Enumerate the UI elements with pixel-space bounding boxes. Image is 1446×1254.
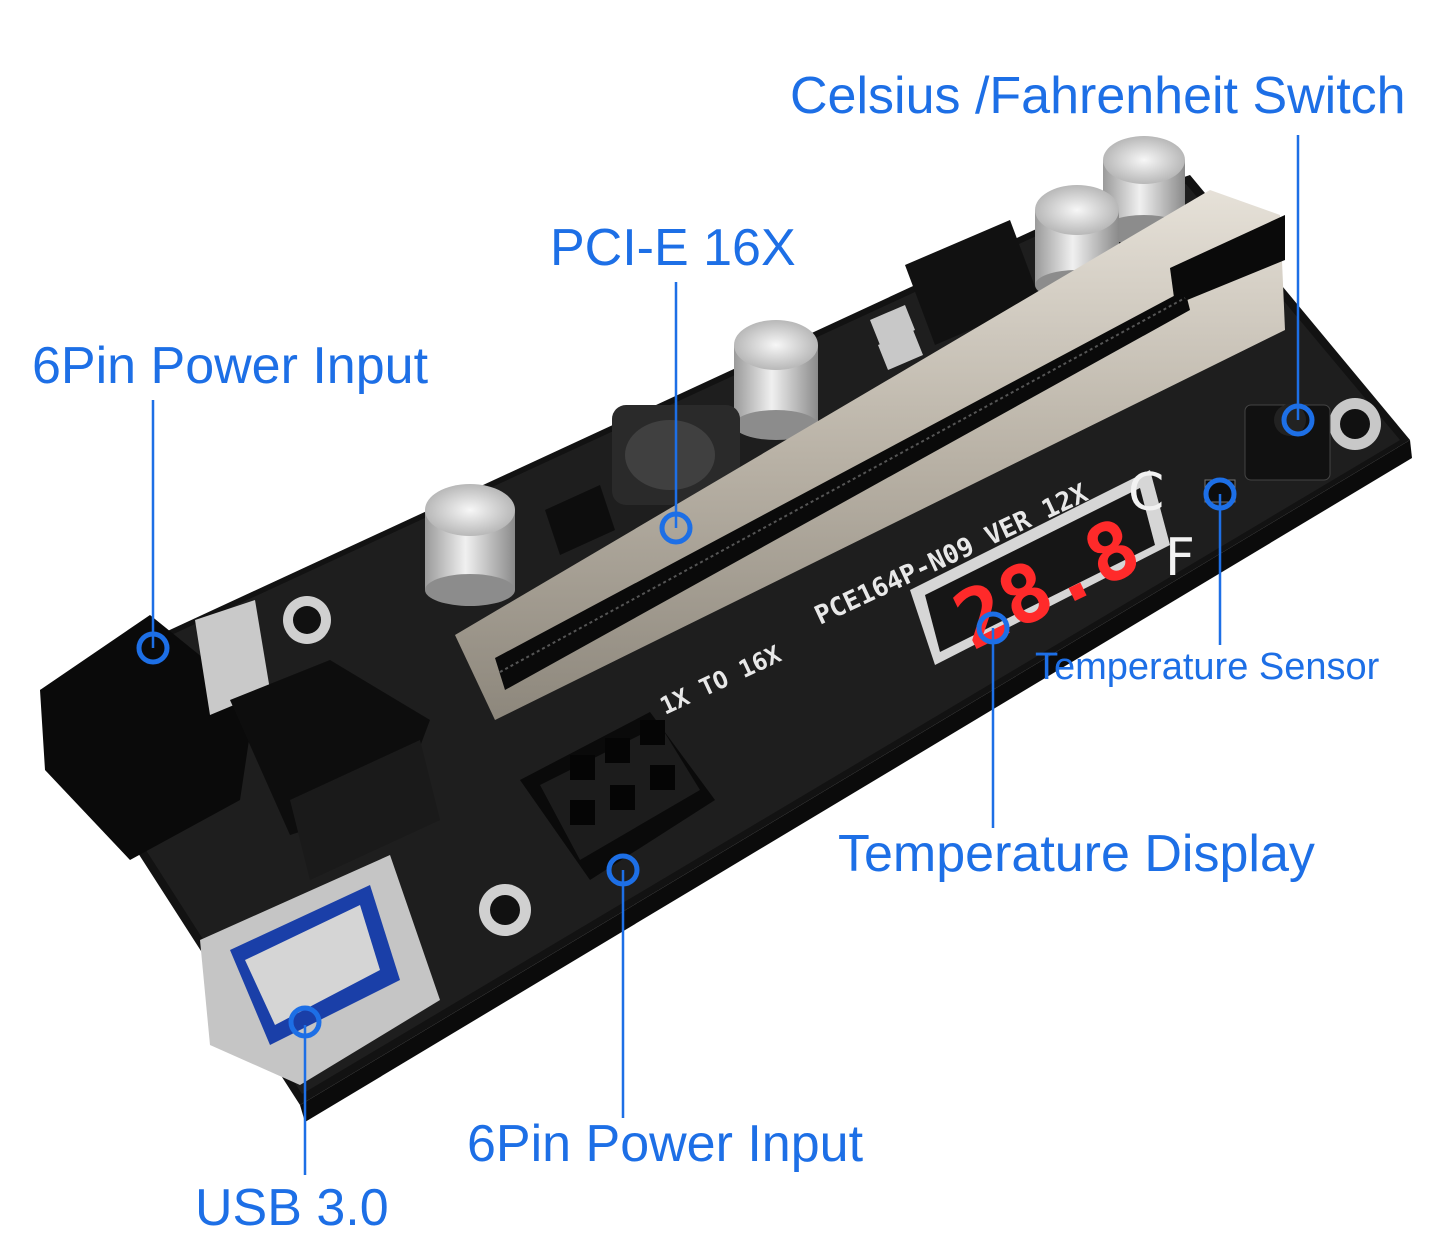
left-power-connector	[40, 600, 440, 880]
switch-button	[1244, 404, 1331, 481]
callout-marker	[288, 1005, 322, 1039]
callout-marker	[1281, 403, 1315, 437]
fahrenheit-mark: F	[1165, 528, 1195, 588]
callout-marker	[659, 511, 693, 545]
celsius-fahrenheit-switch-label: Celsius /Fahrenheit Switch	[790, 67, 1406, 125]
callout-marker	[136, 631, 170, 665]
callout-marker	[1203, 477, 1237, 511]
usb-3-label: USB 3.0	[195, 1179, 389, 1237]
pcie-16x-label: PCI-E 16X	[550, 219, 796, 277]
mounting-hole	[1329, 398, 1381, 450]
capacitor	[734, 320, 818, 440]
mounting-hole	[479, 884, 531, 936]
pcie-16x-slot	[455, 190, 1285, 720]
power-input-left-label: 6Pin Power Input	[32, 337, 429, 395]
callout-leaders	[151, 135, 1300, 1175]
capacitor	[425, 484, 515, 606]
bottom-6pin-connector	[520, 712, 715, 880]
callout-marker	[976, 611, 1010, 645]
callout-marker	[606, 853, 640, 887]
mounting-hole	[283, 596, 331, 644]
power-input-bottom-label: 6Pin Power Input	[467, 1115, 864, 1173]
temperature-display-label: Temperature Display	[838, 825, 1315, 883]
ic-chip	[545, 485, 615, 555]
usb-port	[200, 855, 440, 1085]
celsius-mark: C	[1128, 463, 1164, 523]
temperature-sensor-label: Temperature Sensor	[1035, 646, 1380, 688]
